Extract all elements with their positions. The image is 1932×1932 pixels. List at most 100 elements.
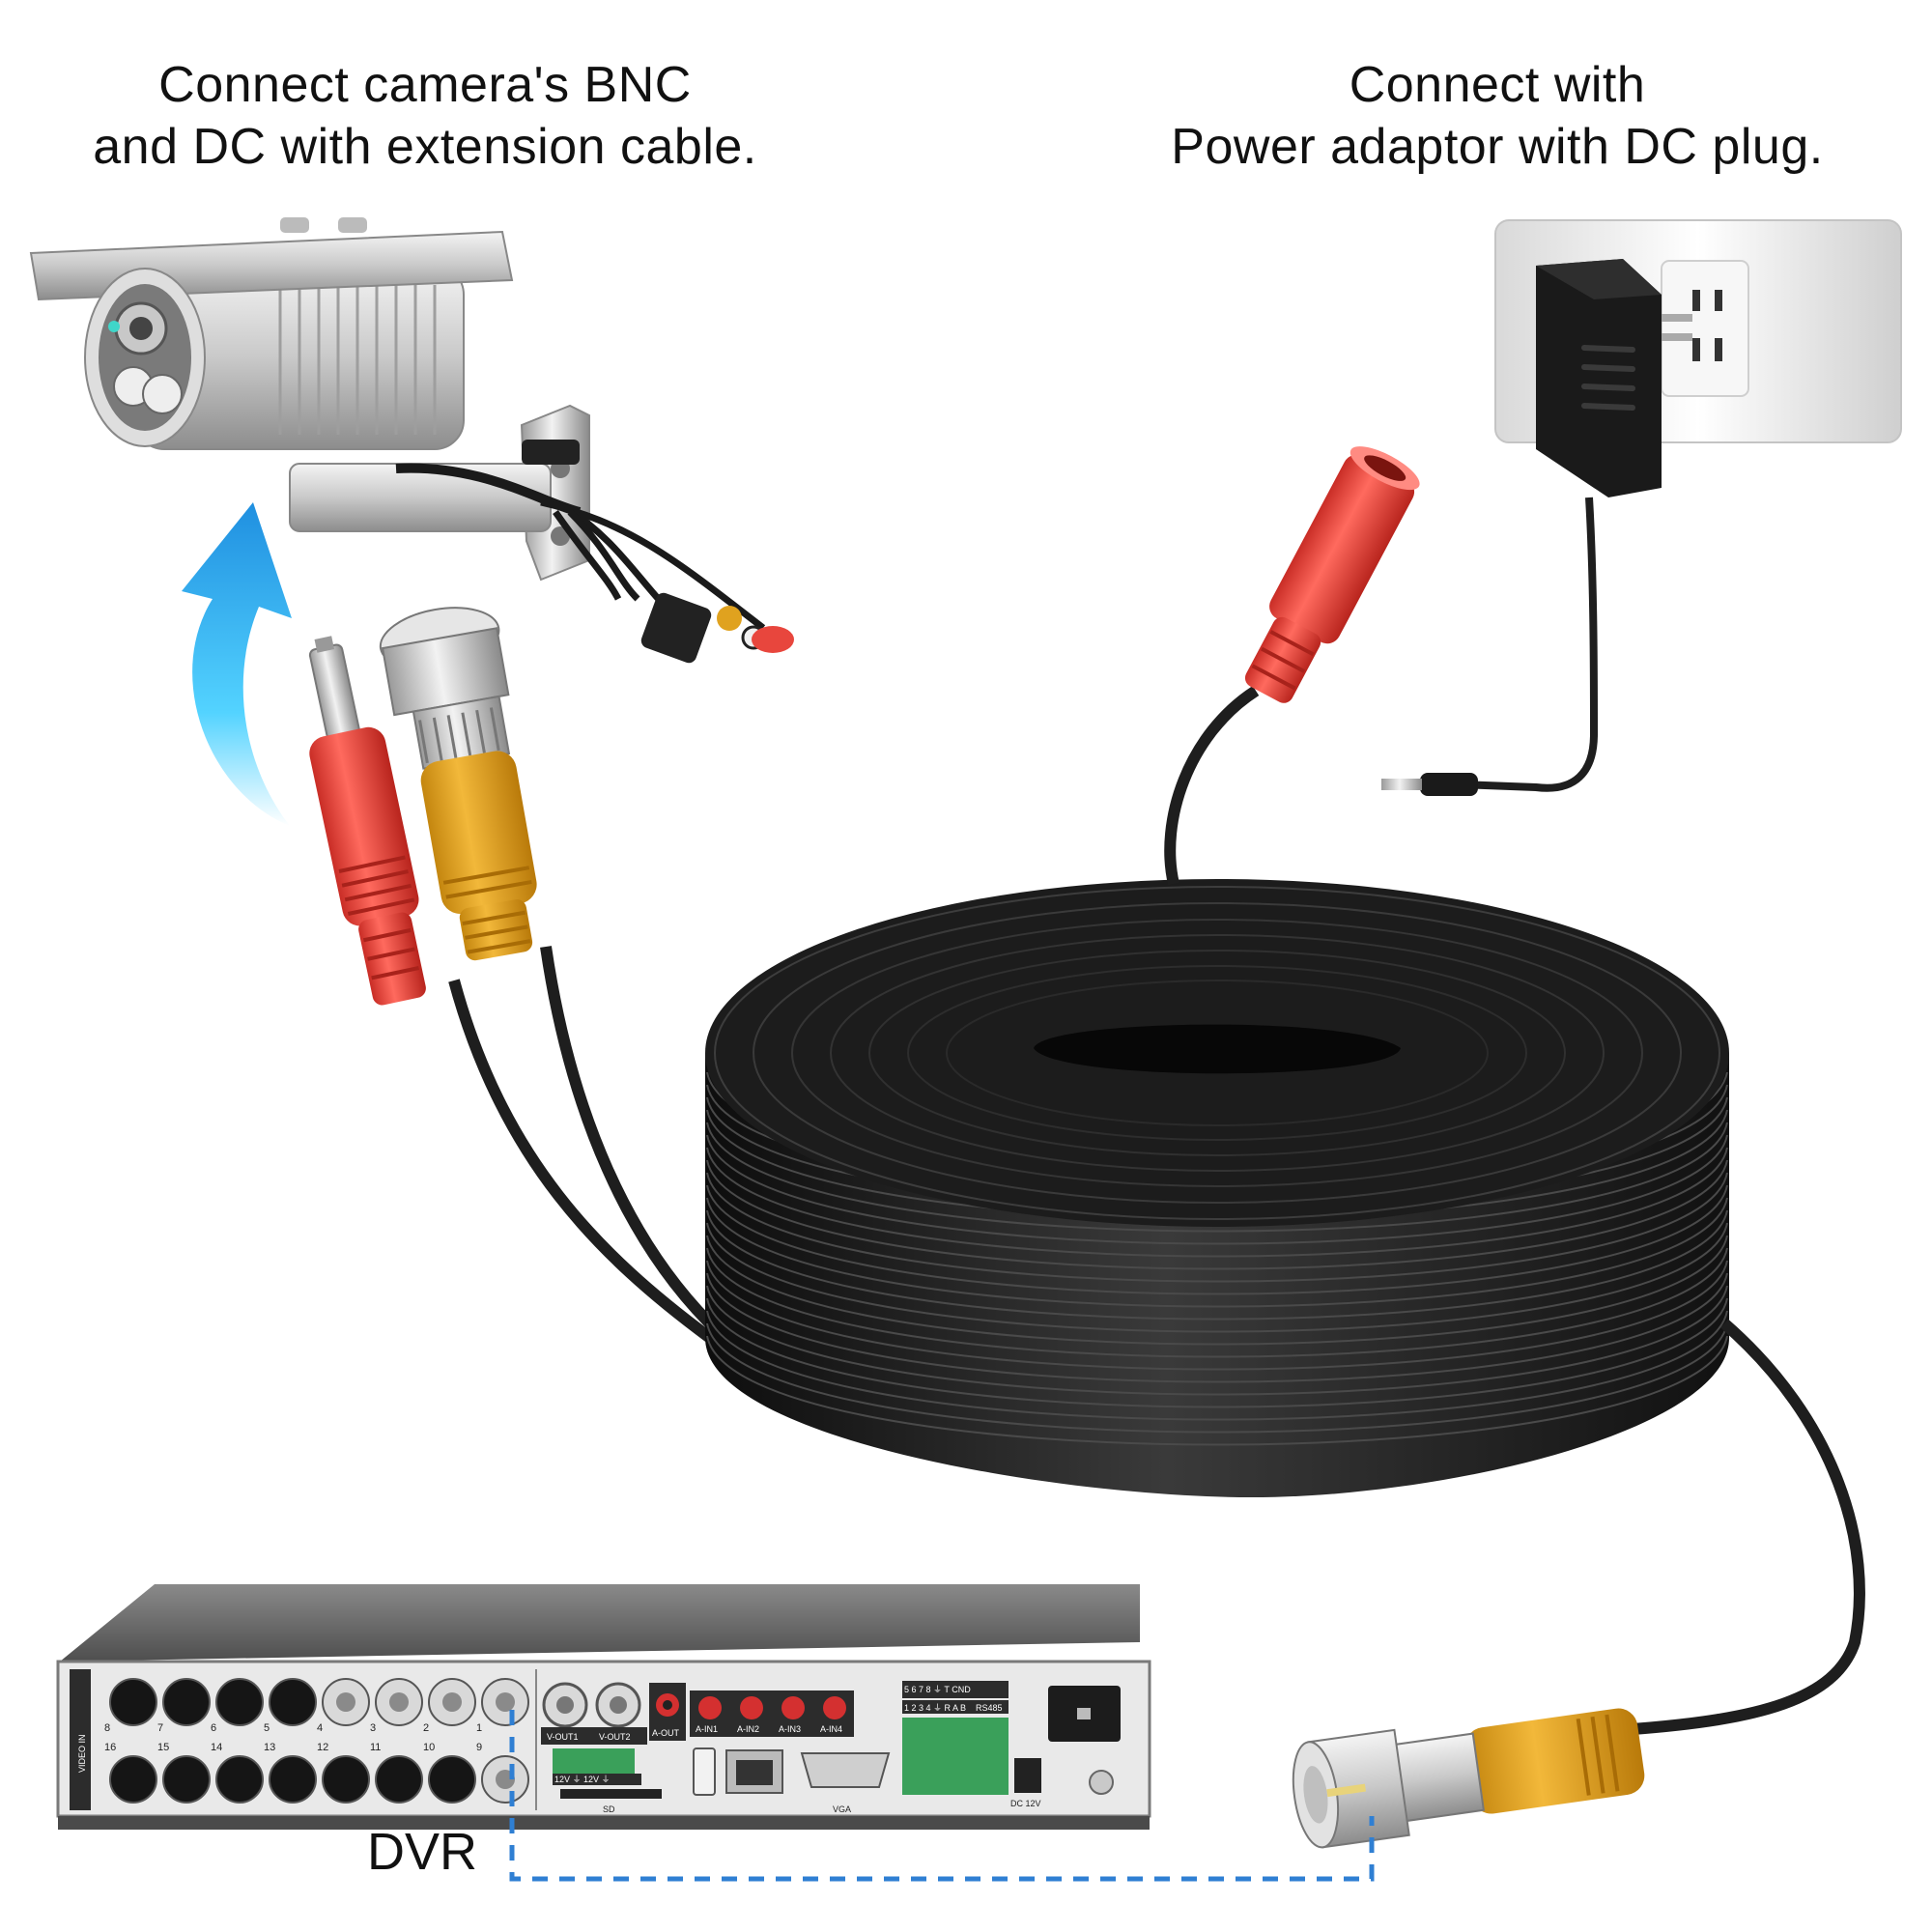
connection-link-line [509,1710,1375,1882]
camera-caption-line-2: and DC with extension cable. [93,119,757,175]
video-in-channel-label: 10 [423,1742,435,1753]
a-in1-port[interactable] [698,1696,722,1719]
video-in-channel-label: 3 [370,1722,376,1734]
video-in-port-11[interactable] [375,1755,423,1804]
video-in-channel-label: 12 [317,1742,328,1753]
video-in-label: VIDEO IN [77,1734,87,1773]
power-adaptor [1381,259,1692,796]
video-in-channel-label: 11 [370,1742,381,1753]
video-in-channel-label: 4 [317,1722,323,1734]
coil-winding [706,1184,1728,1295]
dc-in-port[interactable] [1014,1758,1041,1793]
a-in3-label: A-IN3 [779,1724,801,1734]
power-out-terminal[interactable] [553,1748,635,1774]
a-in2-label: A-IN2 [737,1724,759,1734]
video-cable-lead [540,946,724,1338]
coil-winding [706,1247,1728,1358]
power-terminal-label: 12V ⏚ 12V ⏚ [554,1775,611,1784]
adaptor-connection-caption: Connect with Power adaptor with DC plug. [1121,54,1874,178]
adaptor-caption-line-2: Power adaptor with DC plug. [1171,119,1824,175]
alarm-bottom-label: 1 2 3 4 ⏚ R A B [904,1703,966,1713]
video-in-port-12[interactable] [322,1755,370,1804]
video-in-port-10[interactable] [428,1755,476,1804]
video-in-port-6[interactable] [215,1678,264,1726]
alarm-top-label: 5 6 7 8 ⏚ T CND [904,1685,971,1694]
coil-winding [706,1122,1728,1233]
camera-rj45-jack [640,592,712,664]
a-in3-port[interactable] [781,1696,805,1719]
video-in-channel-label: 14 [211,1742,222,1753]
bullet-camera [29,217,794,664]
dvr-label: DVR [367,1823,478,1881]
camera-connection-caption: Connect camera's BNC and DC with extensi… [39,54,811,178]
video-in-channel-label: 2 [423,1722,429,1734]
dc-label: DC 12V [1010,1799,1041,1808]
coil-winding [706,1222,1728,1333]
coil-winding [706,1260,1728,1371]
camera-audio-jack [717,606,742,631]
bnc-port-center [442,1692,462,1712]
video-in-port-15[interactable] [162,1755,211,1804]
camera-ir-led [142,374,183,414]
a-in4-port[interactable] [823,1696,846,1719]
a-in1-label: A-IN1 [696,1724,718,1734]
coil-winding [706,1134,1728,1245]
coil-winding [706,1335,1728,1446]
dc-cable-lead [448,979,714,1343]
camera-bracket-arm [289,463,552,532]
video-in-channel-label: 15 [157,1742,169,1753]
video-in-port-14[interactable] [215,1755,264,1804]
coil-winding [706,1297,1728,1408]
video-in-channel-label: 6 [211,1722,216,1734]
coil-winding [706,1209,1728,1321]
coil-winding [706,1235,1728,1346]
sd-slot[interactable] [560,1789,662,1799]
coil-winding [706,1322,1728,1434]
vga-port[interactable] [800,1752,891,1788]
video-in-port-13[interactable] [269,1755,317,1804]
video-in-strip [70,1669,91,1810]
bnc-port-center [389,1692,409,1712]
bnc-port-center [496,1692,515,1712]
coil-winding [706,1272,1728,1383]
video-in-port-7[interactable] [162,1678,211,1726]
camera-caption-line-1: Connect camera's BNC [158,57,692,113]
usb-port[interactable] [693,1747,716,1796]
video-in-channel-label: 9 [476,1742,482,1753]
video-in-port-5[interactable] [269,1678,317,1726]
a-in2-port[interactable] [740,1696,763,1719]
video-in-bottom-row: 16 15 14 13 12 11 10 9 [104,1742,529,1804]
bnc-port-center [336,1692,355,1712]
coil-winding [706,1159,1728,1270]
video-in-channel-label: 5 [264,1722,270,1734]
video-in-channel-label: 8 [104,1722,110,1734]
video-in-channel-label: 13 [264,1742,275,1753]
video-in-port-16[interactable] [109,1755,157,1804]
coil-winding [706,1285,1728,1396]
adaptor-caption-line-1: Connect with [1349,57,1646,113]
alarm-terminal-block[interactable] [902,1718,1009,1795]
a-out-label: A-OUT [652,1728,680,1738]
dc-male-plug [308,636,426,1006]
video-in-channel-label: 1 [476,1722,482,1734]
v-out1-label: V-OUT1 [547,1732,579,1742]
dc-female-connector [1164,446,1420,886]
a-in4-label: A-IN4 [820,1724,842,1734]
coil-winding [706,1197,1728,1308]
v-out2-label: V-OUT2 [599,1732,631,1742]
coil-center-hole [1034,1024,1401,1074]
cable-coil [705,879,1729,1497]
rs485-label: RS485 [976,1703,1003,1713]
coil-winding [706,1310,1728,1421]
connect-arrow-icon [182,502,292,826]
vga-label: VGA [833,1804,851,1814]
coil-winding [706,1147,1728,1258]
video-in-port-8[interactable] [109,1678,157,1726]
dvr-end-connector [1292,1319,1865,1849]
bnc-male-plug [379,607,537,961]
sd-label: SD [603,1804,615,1814]
video-in-channel-label: 16 [104,1742,116,1753]
